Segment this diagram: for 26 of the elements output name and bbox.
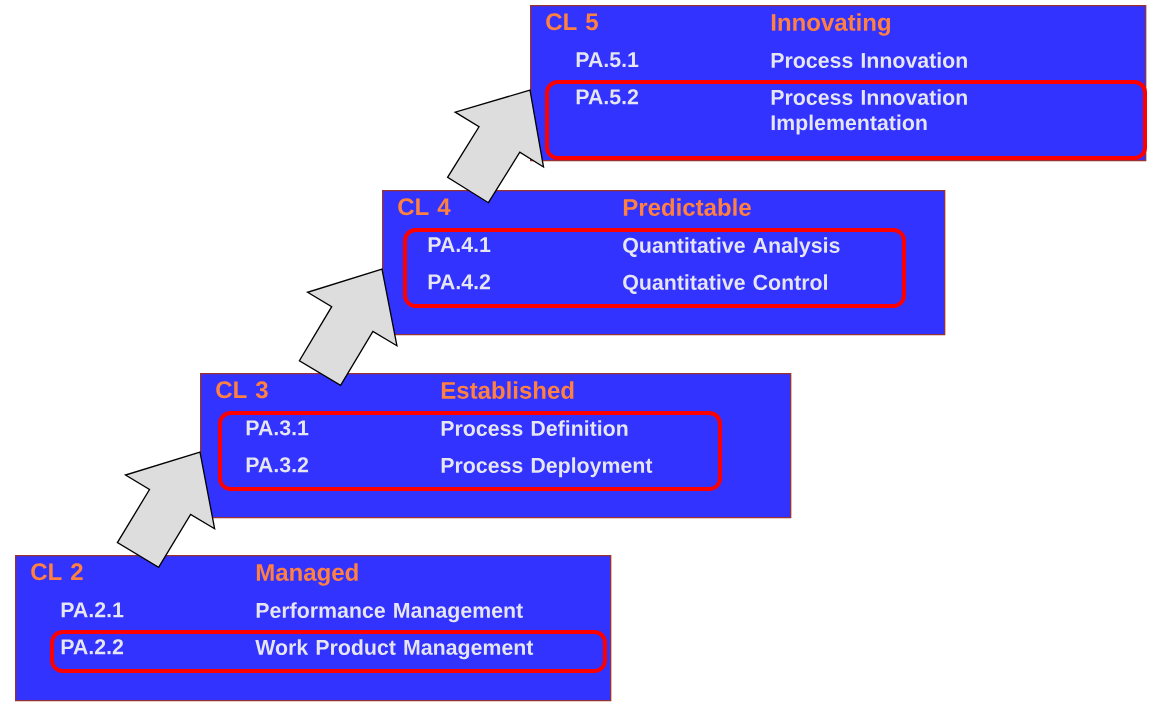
attribute-text: Process Definition	[441, 420, 628, 436]
attribute-text: Work Product Management	[255, 639, 534, 660]
attribute-text: PA.3.2	[246, 457, 309, 473]
level-heading: Established	[441, 381, 574, 399]
attribute-text: PA.5.2	[576, 89, 639, 105]
level-heading: CL 4	[398, 198, 451, 216]
attribute-text: Quantitative Analysis	[623, 237, 840, 258]
attribute-text: Quantitative Control	[623, 274, 827, 294]
block-arrow	[116, 451, 216, 569]
level-heading: CL 2	[31, 563, 83, 581]
level-heading: CL 5	[546, 13, 598, 31]
level-heading: Predictable	[623, 198, 751, 216]
level-heading: CL 3	[216, 381, 268, 399]
attribute-text: Process Deployment	[441, 457, 653, 478]
attribute-text: PA.2.1	[61, 602, 124, 618]
attribute-text: Process Innovation Implementation	[771, 89, 967, 135]
attribute-text: PA.5.1	[576, 52, 639, 68]
attribute-text: PA.4.2	[428, 274, 491, 290]
attribute-text: PA.3.1	[246, 420, 309, 436]
attribute-text: Process Innovation	[771, 52, 967, 68]
attribute-text: Performance Management	[256, 602, 523, 623]
attribute-text: PA.4.1	[428, 237, 491, 252]
attribute-text: PA.2.2	[61, 639, 124, 655]
level-heading: Innovating	[771, 13, 890, 36]
block-arrow	[446, 89, 545, 204]
level-heading: Managed	[256, 563, 358, 586]
